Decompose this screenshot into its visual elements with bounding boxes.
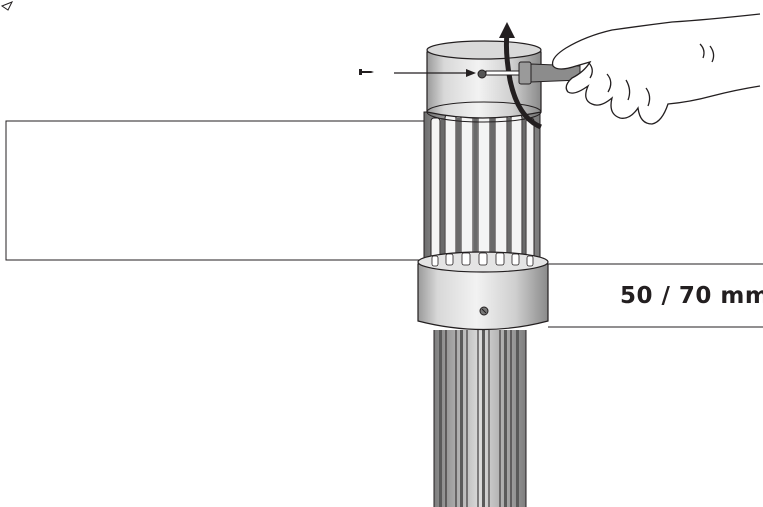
lower-collar bbox=[417, 251, 549, 331]
upper-screw-hole bbox=[477, 69, 487, 79]
upper-collar bbox=[426, 40, 542, 123]
corner-mark bbox=[0, 1, 14, 11]
dimension-label: 50 / 70 mm bbox=[620, 283, 763, 309]
panel-outline bbox=[5, 120, 429, 261]
hand-icon bbox=[551, 13, 761, 125]
rotate-arrow-icon bbox=[499, 22, 543, 130]
pole-lower bbox=[433, 330, 527, 507]
screw-icon bbox=[359, 69, 374, 75]
dimension-lines bbox=[548, 263, 763, 328]
insert-arrow bbox=[394, 69, 476, 77]
pole-slotted-section bbox=[423, 111, 541, 269]
